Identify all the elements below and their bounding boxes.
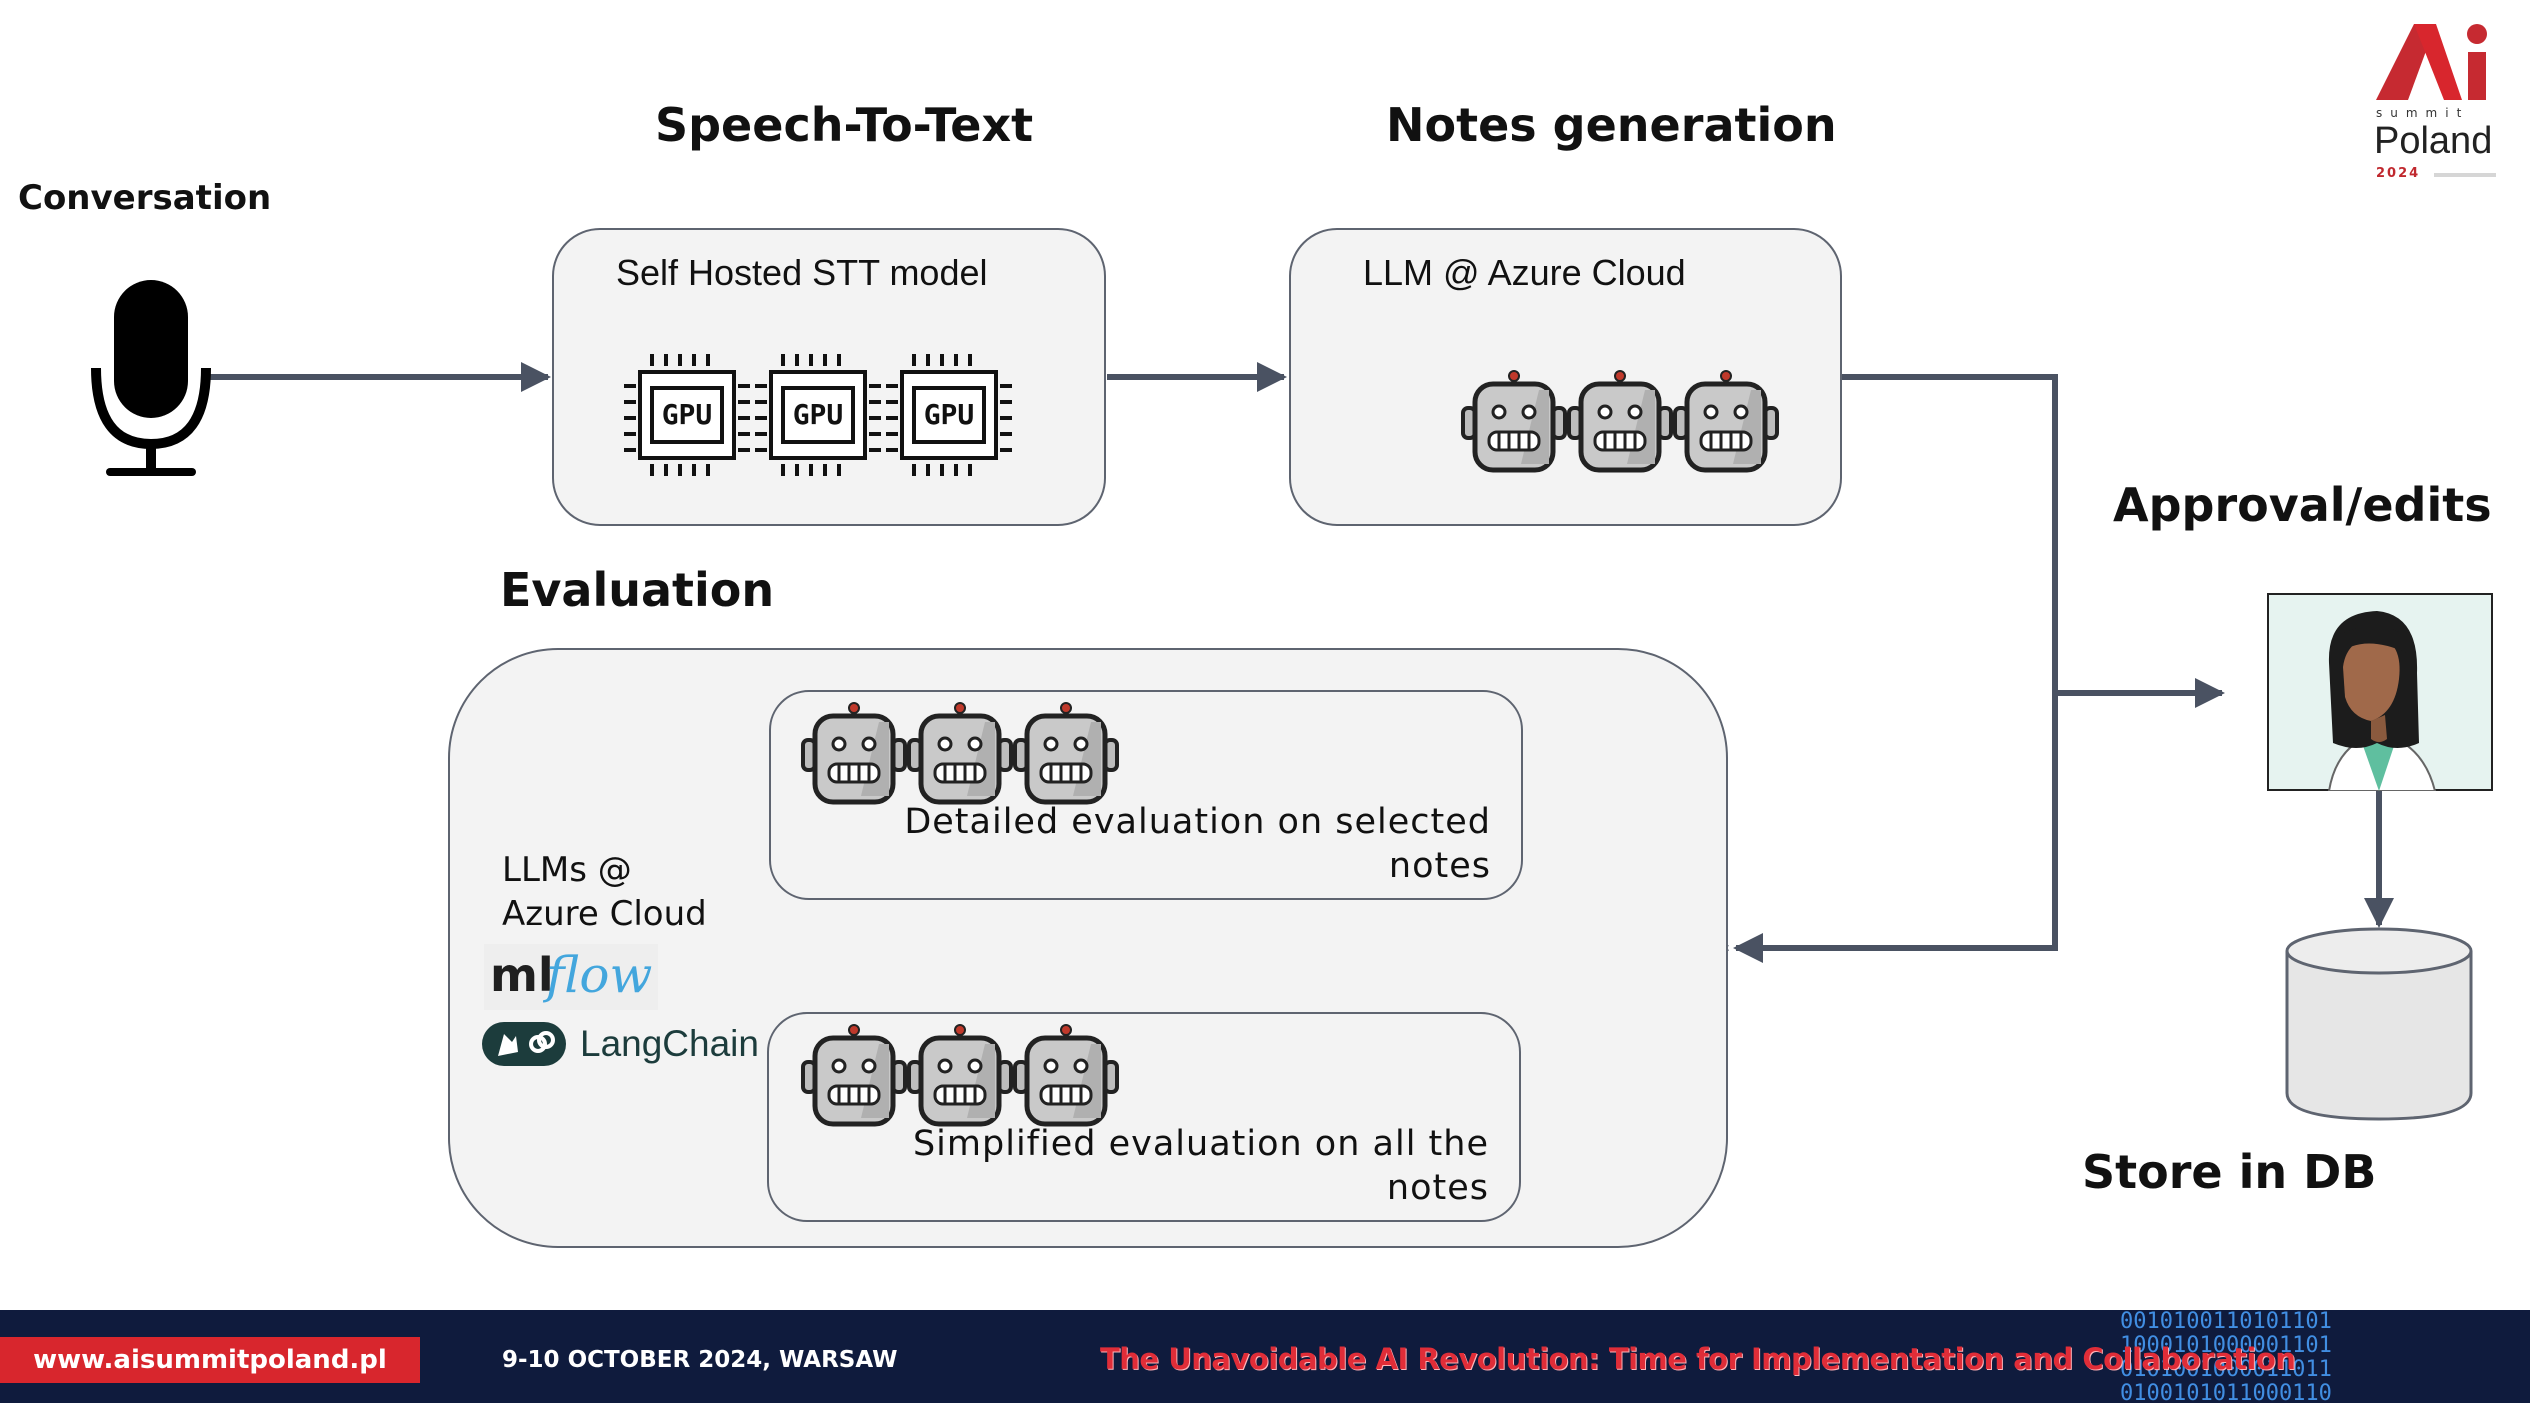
gpu-chip-label: GPU bbox=[923, 398, 975, 431]
gpu-chip-icon bbox=[624, 354, 750, 476]
robot-icon bbox=[1567, 370, 1673, 473]
robot-icon bbox=[907, 702, 1013, 805]
detailed-evaluation-box: Detailed evaluation on selected notes bbox=[769, 690, 1523, 900]
notes-llm-box: LLM @ Azure Cloud bbox=[1289, 228, 1842, 526]
heading-conversation: Conversation bbox=[18, 178, 272, 218]
robot-icon bbox=[1013, 1024, 1119, 1127]
heading-store-in-db: Store in DB bbox=[2082, 1145, 2377, 1199]
ai-summit-poland-logo: summit Poland 2024 bbox=[2360, 14, 2530, 184]
logo-underline bbox=[2434, 173, 2496, 177]
detailed-evaluation-line-2: notes bbox=[1388, 846, 1491, 886]
langchain-icon bbox=[482, 1022, 566, 1066]
gpu-chip-label: GPU bbox=[792, 398, 844, 431]
database-icon bbox=[2285, 927, 2473, 1121]
stt-box-label: Self Hosted STT model bbox=[616, 252, 988, 293]
footer-website-link[interactable]: www.aisummitpoland.pl bbox=[0, 1337, 420, 1383]
heading-notes-generation: Notes generation bbox=[1386, 98, 1837, 152]
ai-logo-mark-icon bbox=[2376, 24, 2487, 100]
robot-icon bbox=[801, 702, 907, 805]
langchain-label: LangChain bbox=[580, 1023, 759, 1064]
simplified-evaluation-line-1: Simplified evaluation on all the bbox=[912, 1124, 1489, 1164]
logo-summit-text: summit bbox=[2376, 106, 2470, 120]
mlflow-logo-ml: ml bbox=[490, 948, 554, 1002]
simplified-evaluation-text: Simplified evaluation on all the notes bbox=[829, 1122, 1489, 1210]
microphone-icon bbox=[91, 280, 211, 476]
robot-icon bbox=[907, 1024, 1013, 1127]
gpu-chip-icon bbox=[886, 354, 1012, 476]
llms-line-1: LLMs @ bbox=[502, 850, 632, 890]
logo-poland-text: Poland bbox=[2374, 120, 2493, 162]
gpu-chip-row: GPU GPU GPU bbox=[622, 352, 1012, 478]
robot-row bbox=[801, 1024, 1121, 1128]
notes-box-label: LLM @ Azure Cloud bbox=[1363, 252, 1686, 293]
stt-model-box: Self Hosted STT model bbox=[552, 228, 1106, 526]
simplified-evaluation-box: Simplified evaluation on all the notes bbox=[767, 1012, 1521, 1222]
footer-event-date: 9-10 OCTOBER 2024, WARSAW bbox=[502, 1347, 898, 1373]
llms-line-2: Azure Cloud bbox=[502, 894, 707, 934]
mlflow-logo: ml flow bbox=[484, 944, 658, 1010]
heading-evaluation: Evaluation bbox=[500, 563, 775, 617]
gpu-chip-label: GPU bbox=[661, 398, 713, 431]
heading-approval-edits: Approval/edits bbox=[2113, 478, 2492, 532]
evaluation-llms-label: LLMs @ Azure Cloud bbox=[502, 848, 707, 936]
footer-binary-pattern: 0010100110101101 1000101000001101 010100… bbox=[2120, 1310, 2332, 1403]
logo-year-text: 2024 bbox=[2376, 166, 2421, 181]
robot-icon bbox=[1013, 702, 1119, 805]
connector-notes-to-branch bbox=[1733, 374, 2058, 963]
detailed-evaluation-text: Detailed evaluation on selected notes bbox=[831, 800, 1491, 888]
robot-row bbox=[1461, 370, 1781, 474]
mlflow-logo-flow: flow bbox=[546, 946, 653, 1004]
robot-icon bbox=[1673, 370, 1779, 473]
robot-icon bbox=[1461, 370, 1567, 473]
footer-bar: 0010100110101101 1000101000001101 010100… bbox=[0, 1310, 2530, 1403]
footer-tagline: The Unavoidable AI Revolution: Time for … bbox=[1100, 1342, 2296, 1376]
detailed-evaluation-line-1: Detailed evaluation on selected bbox=[904, 802, 1491, 842]
heading-speech-to-text: Speech-To-Text bbox=[655, 98, 1034, 152]
doctor-avatar-icon bbox=[2267, 593, 2493, 791]
robot-icon bbox=[801, 1024, 907, 1127]
gpu-chip-icon bbox=[755, 354, 881, 476]
simplified-evaluation-line-2: notes bbox=[1386, 1168, 1489, 1208]
robot-row bbox=[801, 702, 1121, 806]
